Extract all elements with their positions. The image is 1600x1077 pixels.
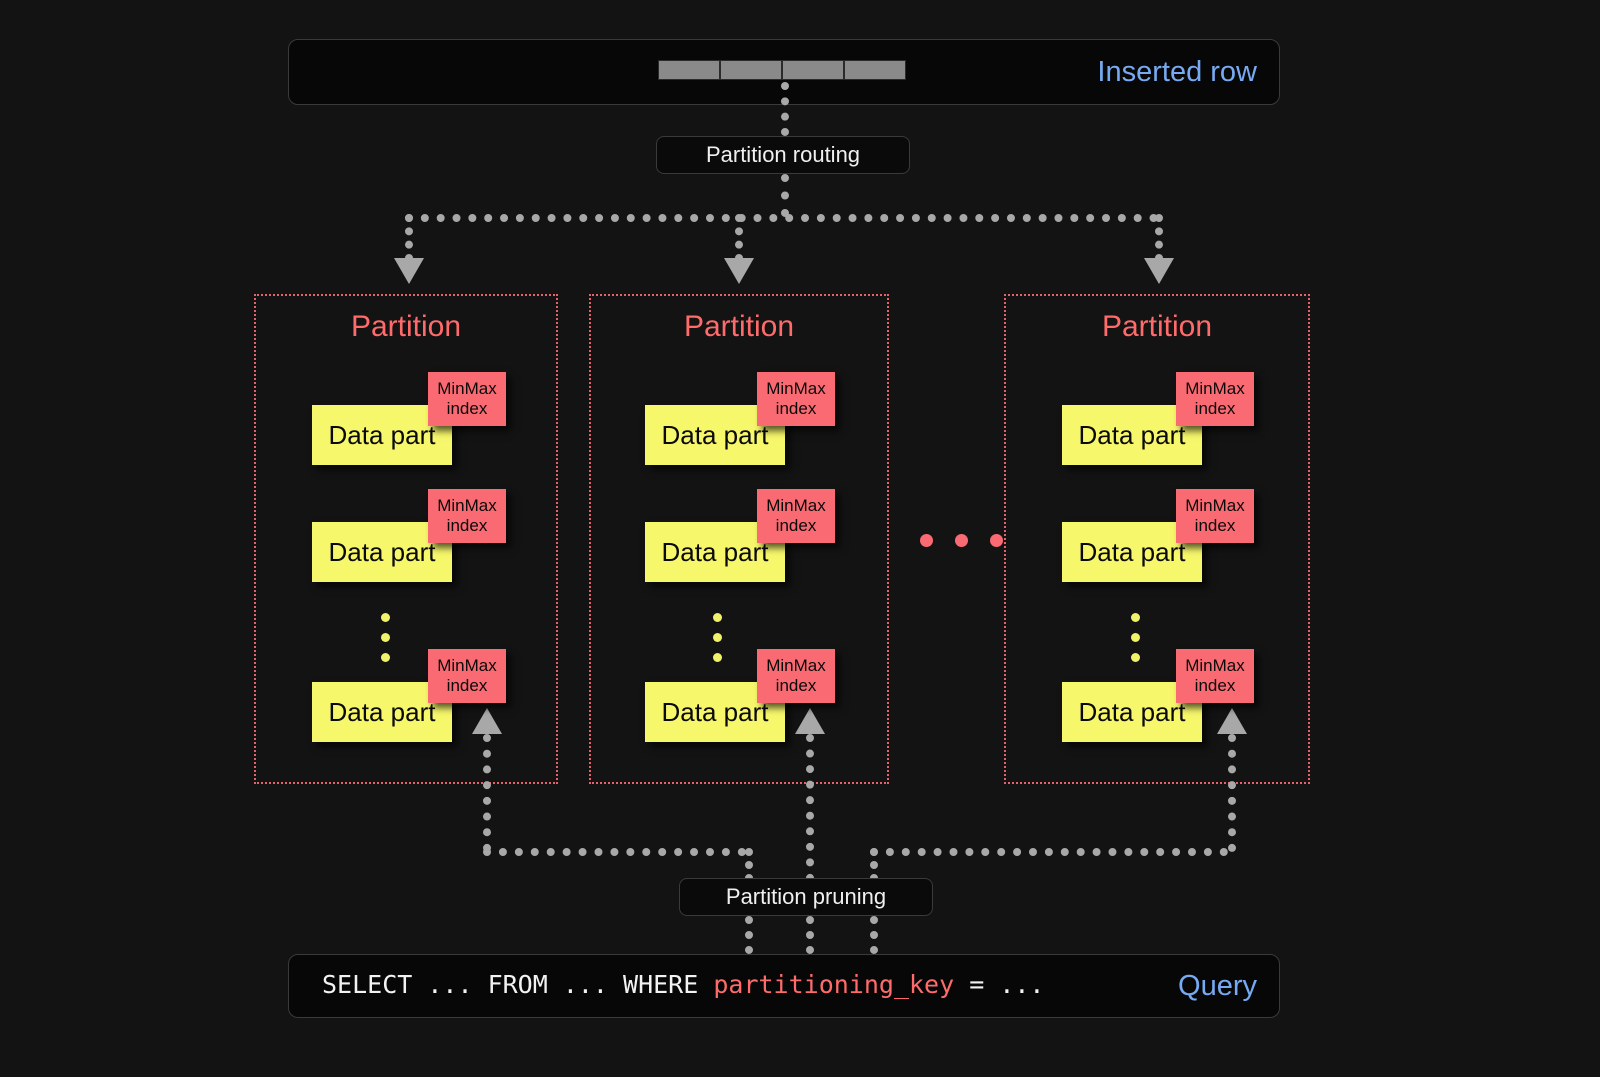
data-part-label: Data part xyxy=(661,696,769,727)
query-label: Query xyxy=(1178,970,1257,1002)
arrow-out-of-partition-2 xyxy=(1217,708,1247,734)
data-part-label: Data part xyxy=(328,536,436,567)
partition-pruning-label: Partition pruning xyxy=(679,878,933,916)
data-part-label: Data part xyxy=(1078,419,1186,450)
data-part-box[interactable]: Data part xyxy=(312,405,452,465)
data-part-label: Data part xyxy=(1078,536,1186,567)
connector-routing-bus xyxy=(405,214,1158,222)
partition-routing-text: Partition routing xyxy=(705,142,861,167)
ellipsis-dot xyxy=(713,633,722,642)
connector-pruning-to-query-mid xyxy=(806,916,814,954)
data-part-label: Data part xyxy=(661,536,769,567)
connector-partition-1-down xyxy=(806,734,814,882)
row-cell xyxy=(720,60,782,80)
query-suffix: = ... xyxy=(954,970,1045,999)
partition-title: Partition xyxy=(350,310,462,343)
data-part-label: Data part xyxy=(661,419,769,450)
inserted-row-cells xyxy=(658,60,906,80)
connector-partition-0-down xyxy=(483,734,491,852)
query-bar: Query xyxy=(288,954,1280,1018)
partition-routing-label: Partition routing xyxy=(656,136,910,174)
connector-pruning-to-query-right xyxy=(870,916,878,954)
ellipsis-dot xyxy=(920,534,933,547)
arrow-out-of-partition-0 xyxy=(472,708,502,734)
row-cell xyxy=(782,60,844,80)
inserted-row-label: Inserted row xyxy=(1097,56,1257,88)
data-part-ellipsis xyxy=(381,613,390,662)
connector-pruning-drop-left xyxy=(745,848,753,882)
query-statement: SELECT ... FROM ... WHERE partitioning_k… xyxy=(322,972,1044,997)
row-cell xyxy=(844,60,906,80)
query-keyword: partitioning_key xyxy=(713,970,955,999)
ellipsis-dot xyxy=(1131,633,1140,642)
arrow-into-partition-0 xyxy=(394,258,424,284)
partition-pruning-text: Partition pruning xyxy=(725,884,887,909)
ellipsis-dot xyxy=(381,633,390,642)
connector-partition-2-down xyxy=(1228,734,1236,852)
arrow-out-of-partition-1 xyxy=(795,708,825,734)
data-part-label: Data part xyxy=(328,696,436,727)
connector-row-to-routing xyxy=(781,82,789,136)
ellipsis-dot xyxy=(713,613,722,622)
connector-pruning-to-query-left xyxy=(745,916,753,954)
row-cell xyxy=(658,60,720,80)
connector-bus-to-partition-2 xyxy=(1155,214,1163,262)
connector-pruning-bus-right xyxy=(870,848,1228,856)
arrow-into-partition-2 xyxy=(1144,258,1174,284)
partition-ellipsis xyxy=(920,534,1003,547)
arrow-into-partition-1 xyxy=(724,258,754,284)
connector-routing-to-bus xyxy=(781,174,789,217)
partition-title: Partition xyxy=(1101,310,1213,343)
connector-pruning-bus-left xyxy=(483,848,746,856)
ellipsis-dot xyxy=(713,653,722,662)
ellipsis-dot xyxy=(381,613,390,622)
ellipsis-dot xyxy=(990,534,1003,547)
ellipsis-dot xyxy=(1131,653,1140,662)
ellipsis-dot xyxy=(1131,613,1140,622)
connector-bus-to-partition-0 xyxy=(405,214,413,262)
data-part-label: Data part xyxy=(1078,696,1186,727)
data-part-ellipsis xyxy=(1131,613,1140,662)
data-part-label: Data part xyxy=(328,419,436,450)
ellipsis-dot xyxy=(955,534,968,547)
connector-pruning-drop-right xyxy=(870,848,878,882)
connector-bus-to-partition-1 xyxy=(735,214,743,262)
ellipsis-dot xyxy=(381,653,390,662)
query-prefix: SELECT ... FROM ... WHERE xyxy=(322,970,714,999)
data-part-ellipsis xyxy=(713,613,722,662)
partition-title: Partition xyxy=(683,310,795,343)
